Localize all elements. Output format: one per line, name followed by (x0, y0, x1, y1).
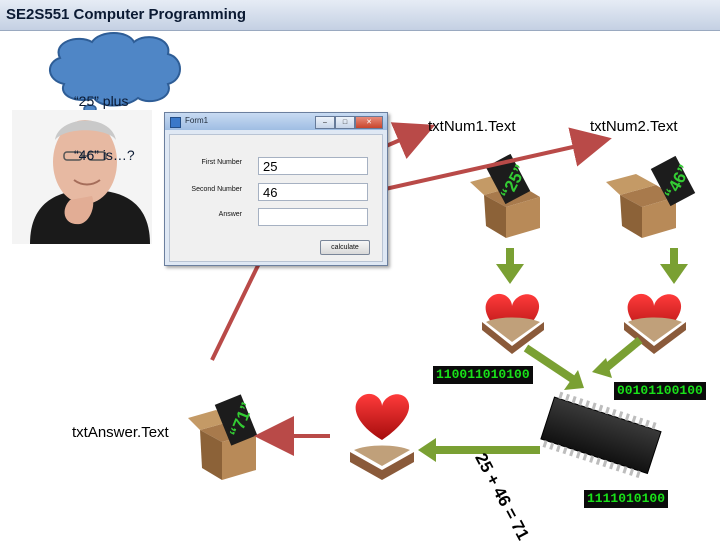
second-number-input[interactable]: 46 (258, 183, 368, 201)
calculate-button[interactable]: calculate (320, 240, 370, 255)
first-number-input[interactable]: 25 (258, 157, 368, 175)
box-answer (188, 394, 258, 480)
heart-box-num1 (482, 293, 544, 354)
binary-result: 1111010100 (584, 490, 669, 508)
thought-line-2: “46” is…? (74, 147, 135, 163)
thought-line-1: “25” plus (74, 93, 129, 109)
box-num1 (470, 153, 540, 238)
thought-bubble-text: “25” plus “46” is…? (74, 56, 135, 182)
box-num2 (606, 155, 696, 238)
label-txtnum2: txtNum2.Text (590, 118, 678, 135)
green-arrow-num1 (496, 248, 524, 284)
app-icon (170, 117, 181, 128)
close-button[interactable]: ✕ (355, 116, 383, 129)
course-title: SE2S551 Computer Programming (6, 6, 247, 23)
window-titlebar[interactable]: Form1 – □ ✕ (165, 113, 387, 130)
second-number-label: Second Number (191, 186, 242, 193)
slide-header: SE2S551 Computer Programming (0, 0, 720, 31)
answer-input[interactable] (258, 208, 368, 226)
label-txtanswer: txtAnswer.Text (72, 424, 169, 441)
label-txtnum1: txtNum1.Text (428, 118, 516, 135)
binary-num1: 110011010100 (433, 366, 533, 384)
binary-num2: 00101100100 (614, 382, 706, 400)
green-arrow-right-to-chip (592, 336, 643, 378)
heart-box-result (350, 393, 414, 480)
heart-box-num2 (624, 293, 686, 354)
green-arrow-left-to-chip (523, 344, 584, 390)
thinking-person-photo (12, 110, 152, 244)
arrow-field2-to-label (371, 127, 612, 194)
form-window: Form1 – □ ✕ First Number Second Number A… (164, 112, 388, 266)
maximize-button[interactable]: □ (335, 116, 355, 129)
minimize-button[interactable]: – (315, 116, 335, 129)
green-arrow-chip-to-heart (418, 438, 540, 462)
green-arrow-num2 (660, 248, 688, 284)
answer-label: Answer (218, 211, 242, 218)
first-number-label: First Number (201, 159, 242, 166)
processor-chip (540, 391, 662, 479)
form-client-area: First Number Second Number Answer 25 46 … (169, 134, 383, 262)
window-title: Form1 (185, 116, 209, 125)
